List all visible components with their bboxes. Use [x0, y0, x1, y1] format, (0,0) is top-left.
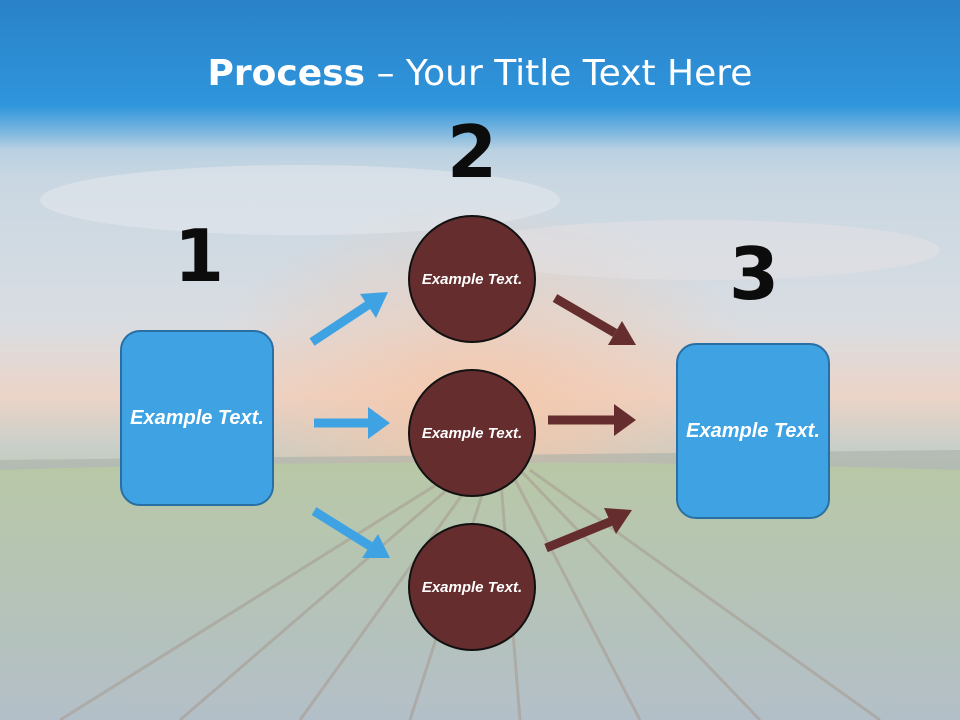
step-1-box: Example Text.: [120, 330, 274, 506]
title-bar: [0, 0, 960, 150]
step-3-box-text: Example Text.: [686, 419, 820, 442]
step-2-circle-bottom: Example Text.: [408, 523, 536, 651]
arrow-up-right-brown-icon: [544, 508, 632, 553]
arrow-right-blue-icon: [314, 407, 390, 439]
step-number-2: 2: [446, 110, 498, 194]
arrow-up-right-blue-icon: [309, 292, 388, 346]
arrow-down-right-brown-icon: [552, 294, 636, 345]
step-3-box: Example Text.: [676, 343, 830, 519]
step-1-box-text: Example Text.: [130, 406, 264, 429]
arrow-right-brown-icon: [548, 404, 636, 436]
circle-text: Example Text.: [421, 270, 523, 288]
title-bold: Process: [207, 53, 366, 94]
step-2-circle-middle: Example Text.: [408, 369, 536, 497]
step-number-3: 3: [728, 232, 780, 316]
slide-title: Process – Your Title Text Here: [0, 52, 960, 96]
step-2-circle-top: Example Text.: [408, 215, 536, 343]
circle-text: Example Text.: [421, 578, 523, 596]
arrow-down-right-blue-icon: [311, 507, 390, 558]
step-number-1: 1: [173, 214, 225, 298]
title-rest: – Your Title Text Here: [365, 53, 753, 94]
circle-text: Example Text.: [421, 424, 523, 442]
